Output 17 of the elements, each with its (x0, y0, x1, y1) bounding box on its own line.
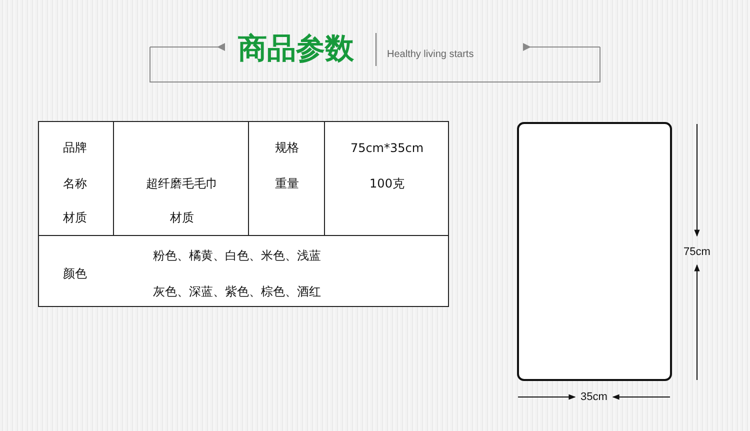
table-cell-text: 粉色、橘黄、白色、米色、浅蓝 (153, 248, 321, 264)
table-cell-text: 重量 (275, 176, 299, 192)
dimension-label: 75cm (684, 246, 710, 258)
title: 商品参数 (238, 30, 354, 66)
table-cell-text: 材质 (63, 210, 87, 226)
towel-outline (517, 122, 672, 381)
subtitle: Healthy living starts (387, 49, 474, 60)
table-cell-text: 超纤磨毛毛巾 (146, 176, 218, 192)
table-cell-text: 名称 (63, 176, 87, 192)
table-cell-text: 颜色 (63, 266, 87, 282)
table-cell-text: 75cm*35cm (350, 141, 424, 155)
table-cell-text: 100克 (370, 176, 404, 192)
dimension-label: 35cm (580, 391, 608, 403)
table-cell-text: 品牌 (63, 140, 87, 156)
table-cell-text: 规格 (275, 140, 299, 156)
table-cell-text: 材质 (170, 210, 194, 226)
table-cell-text: 灰色、深蓝、紫色、棕色、酒红 (153, 284, 321, 300)
